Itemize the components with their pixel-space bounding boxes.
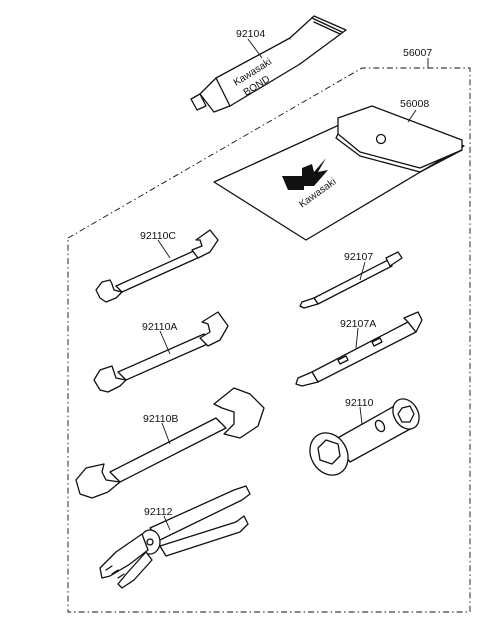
leader-92112 bbox=[163, 515, 171, 531]
wrench-small-icon bbox=[95, 229, 219, 303]
screwdriver-handle-icon bbox=[295, 311, 423, 387]
label-92110: 92110 bbox=[345, 397, 374, 409]
label-92112: 92112 bbox=[144, 506, 173, 518]
label-92107A: 92107A bbox=[340, 318, 376, 330]
leader-92104 bbox=[247, 38, 263, 59]
kit-outline bbox=[67, 67, 471, 613]
leader-92107A bbox=[355, 327, 359, 349]
box-wrench-icon bbox=[309, 398, 420, 476]
bond-tube-icon: Kawasaki BOND bbox=[190, 15, 347, 113]
leader-92110A bbox=[159, 330, 171, 355]
label-92104: 92104 bbox=[236, 28, 265, 40]
tool-bag-icon: Kawasaki bbox=[213, 105, 465, 241]
bag-logo-icon bbox=[282, 158, 328, 190]
label-56007: 56007 bbox=[403, 47, 432, 59]
wrench-large-icon bbox=[75, 387, 265, 499]
wrench-medium-icon bbox=[93, 311, 229, 393]
leader-92110C bbox=[157, 239, 171, 259]
leader-92110B bbox=[161, 422, 171, 445]
label-92107: 92107 bbox=[344, 251, 373, 263]
label-92110C: 92110C bbox=[140, 230, 176, 242]
leader-92110 bbox=[359, 406, 363, 425]
leader-56008 bbox=[407, 109, 417, 123]
label-92110B: 92110B bbox=[143, 413, 178, 425]
pliers-icon bbox=[99, 485, 251, 589]
label-56008: 56008 bbox=[400, 98, 429, 110]
label-92110A: 92110A bbox=[142, 321, 177, 333]
leader-92107 bbox=[359, 261, 366, 281]
screwdriver-bit-icon bbox=[299, 251, 403, 309]
